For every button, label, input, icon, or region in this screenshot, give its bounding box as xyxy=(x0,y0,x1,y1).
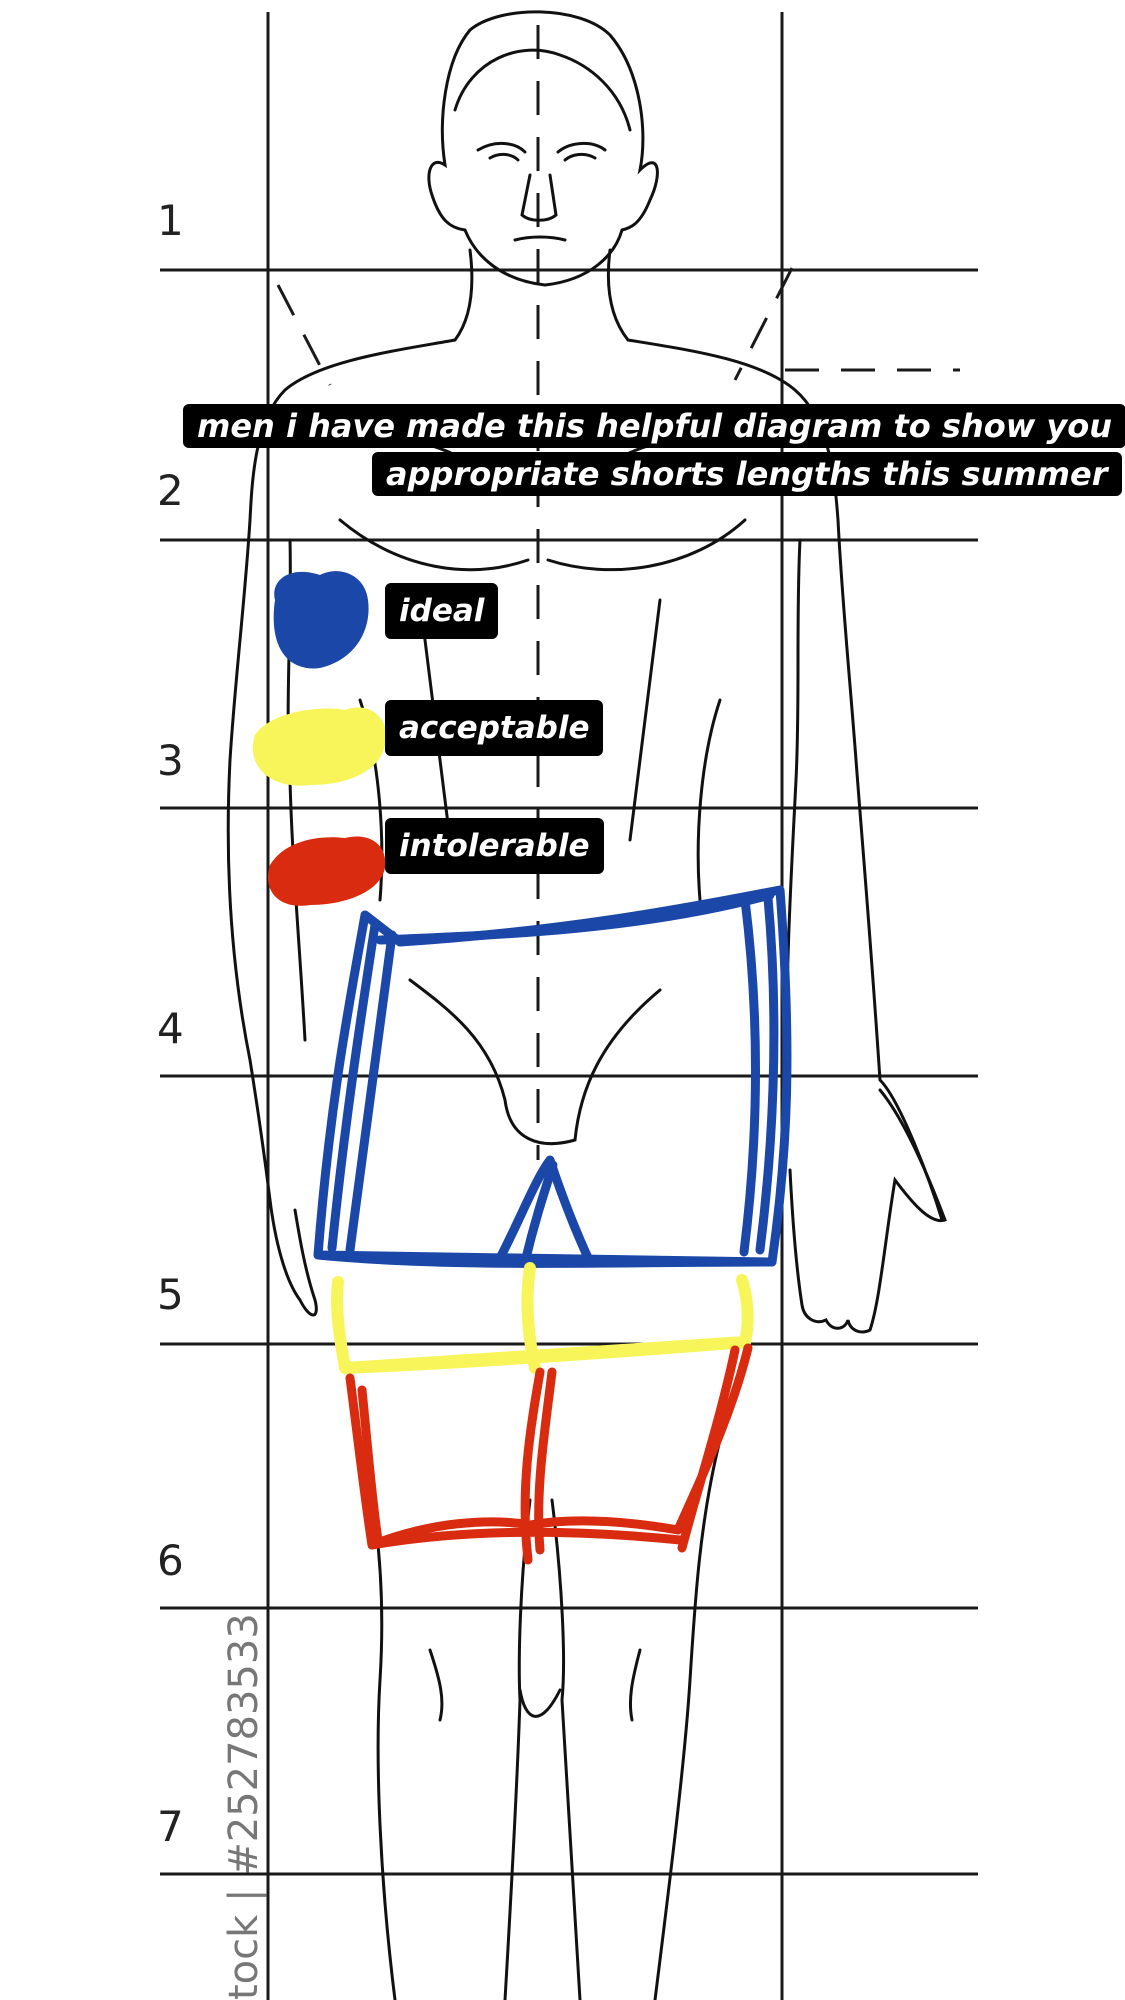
body-outline xyxy=(226,10,947,2000)
intolerable-shorts-outline xyxy=(345,1343,753,1565)
row-number: 7 xyxy=(157,1802,184,1851)
swatch-intolerable xyxy=(267,836,386,906)
row-number: 6 xyxy=(157,1536,184,1585)
legend-label-acceptable: acceptable xyxy=(385,700,604,756)
ideal-shorts-outline xyxy=(313,885,792,1268)
legend-swatches xyxy=(252,571,387,906)
row-number: 2 xyxy=(157,466,184,515)
row-number: 5 xyxy=(157,1270,184,1319)
swatch-ideal xyxy=(273,571,369,669)
caption-line-1: men i have made this helpful diagram to … xyxy=(183,404,1125,448)
legend-label-intolerable: intolerable xyxy=(385,818,604,874)
row-number: 3 xyxy=(157,736,184,785)
center-axis xyxy=(276,25,960,1160)
legend-label-ideal: ideal xyxy=(385,583,499,639)
proportion-grid xyxy=(160,12,978,2000)
caption-line-2: appropriate shorts lengths this summer xyxy=(372,452,1122,496)
row-number: 4 xyxy=(157,1004,184,1053)
stock-watermark-id: tock | #252783533 xyxy=(221,1613,267,2000)
acceptable-shorts-outline xyxy=(331,1262,754,1374)
swatch-acceptable xyxy=(252,707,387,786)
row-number: 1 xyxy=(157,196,184,245)
